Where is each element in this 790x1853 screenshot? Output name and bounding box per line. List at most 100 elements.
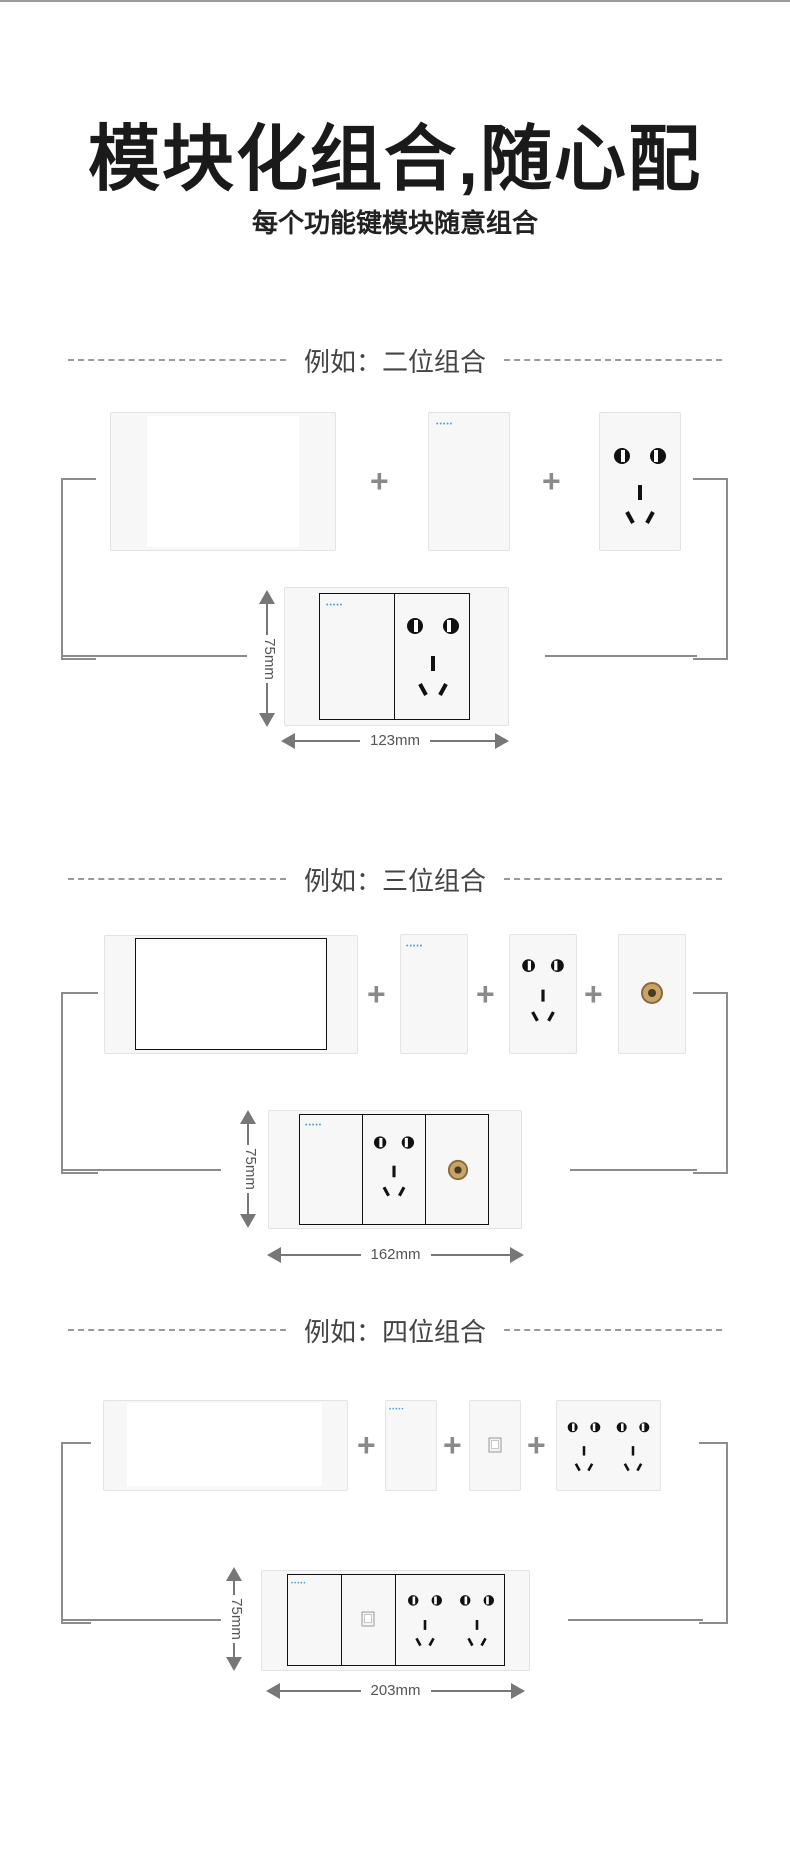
- two-gang-frame: [110, 412, 336, 551]
- connector-line: [61, 478, 96, 660]
- frame-opening: [127, 1403, 322, 1486]
- assembled-panel: •••••: [268, 1110, 522, 1229]
- plus-sign: +: [527, 1427, 546, 1463]
- width-dimension: 203mm: [266, 1681, 525, 1701]
- dashed-divider: [504, 878, 722, 880]
- height-label: 75mm: [238, 1145, 259, 1193]
- switch-indicator-icon: •••••: [436, 421, 454, 428]
- arrow-icon: [511, 1683, 525, 1699]
- socket-module: [362, 1114, 426, 1225]
- frame-opening: [135, 938, 327, 1050]
- network-module: [341, 1574, 396, 1666]
- socket-module: [509, 934, 577, 1054]
- height-dimension: 75mm: [257, 590, 278, 727]
- network-jack-icon: [361, 1611, 375, 1627]
- arrow-icon: [266, 1683, 280, 1699]
- plus-sign: +: [584, 976, 603, 1012]
- socket-module: [599, 412, 681, 551]
- connector-line: [693, 478, 728, 660]
- five-hole-socket-icon: [459, 1595, 495, 1647]
- tv-coax-icon: [447, 1159, 469, 1181]
- connector-line: [61, 992, 98, 1174]
- switch-indicator-icon: •••••: [406, 943, 424, 950]
- arrow-icon: [267, 1247, 281, 1263]
- section-heading: 例如：二位组合: [0, 343, 790, 377]
- network-module: [469, 1400, 521, 1491]
- height-label: 75mm: [224, 1595, 245, 1643]
- width-label: 203mm: [360, 1683, 431, 1698]
- dashed-divider: [67, 359, 286, 361]
- page-title: 模块化组合,随心配: [87, 120, 702, 200]
- arrow-icon: [240, 1110, 256, 1124]
- five-hole-socket-icon: [407, 1595, 443, 1647]
- connector-line: [699, 1442, 728, 1624]
- width-dimension: 123mm: [281, 731, 509, 751]
- arrow-icon: [281, 733, 295, 749]
- width-label: 162mm: [360, 1247, 431, 1262]
- five-hole-socket-icon: [373, 1136, 415, 1197]
- arrow-icon: [259, 713, 275, 727]
- arrow-icon: [510, 1247, 524, 1263]
- plus-sign: +: [357, 1427, 376, 1463]
- frame-opening: [147, 416, 299, 547]
- switch-module: •••••: [287, 1574, 342, 1666]
- tv-module: [425, 1114, 489, 1225]
- plus-sign: +: [542, 463, 561, 499]
- section-label: 例如：四位组合: [303, 1316, 486, 1347]
- switch-indicator-icon: •••••: [389, 1407, 405, 1413]
- plus-sign: +: [476, 976, 495, 1012]
- five-hole-socket-icon: [407, 618, 459, 696]
- four-gang-frame: [103, 1400, 348, 1491]
- top-divider: [0, 0, 790, 2]
- page-subtitle: 每个功能键模块随意组合: [251, 208, 538, 238]
- five-hole-socket-icon: [567, 1422, 601, 1472]
- dashed-divider: [504, 1329, 722, 1331]
- connector-line: [61, 1619, 221, 1621]
- width-dimension: 162mm: [267, 1245, 524, 1265]
- switch-indicator-icon: •••••: [291, 1581, 307, 1587]
- connector-line: [693, 992, 728, 1174]
- section-label: 例如：三位组合: [303, 865, 486, 896]
- switch-module: •••••: [428, 412, 510, 551]
- switch-module: •••••: [385, 1400, 437, 1491]
- arrow-icon: [495, 733, 509, 749]
- switch-indicator-icon: •••••: [326, 602, 344, 609]
- five-hole-socket-icon: [614, 448, 666, 524]
- connector-line: [570, 1169, 697, 1171]
- section-heading: 例如：三位组合: [0, 862, 790, 896]
- tv-coax-icon: [641, 982, 663, 1004]
- tv-module: [618, 934, 686, 1054]
- assembled-panel: •••••: [261, 1570, 530, 1671]
- socket-module: [394, 593, 470, 720]
- height-dimension: 75mm: [238, 1110, 259, 1228]
- plus-sign: +: [367, 976, 386, 1012]
- dashed-divider: [67, 878, 286, 880]
- connector-line: [568, 1619, 703, 1621]
- plus-sign: +: [370, 463, 389, 499]
- connector-line: [61, 1442, 91, 1624]
- dual-socket-module: [395, 1574, 505, 1666]
- section-label: 例如：二位组合: [303, 346, 486, 377]
- arrow-icon: [259, 590, 275, 604]
- section-heading: 例如：四位组合: [0, 1313, 790, 1347]
- three-gang-frame: [104, 935, 358, 1054]
- dashed-divider: [67, 1329, 286, 1331]
- arrow-icon: [240, 1214, 256, 1228]
- network-jack-icon: [488, 1437, 502, 1453]
- connector-line: [61, 655, 247, 657]
- five-hole-socket-icon: [616, 1422, 650, 1472]
- switch-module: •••••: [400, 934, 468, 1054]
- connector-line: [61, 1169, 221, 1171]
- plus-sign: +: [443, 1427, 462, 1463]
- width-label: 123mm: [360, 733, 430, 748]
- arrow-icon: [226, 1567, 242, 1581]
- switch-module: •••••: [299, 1114, 363, 1225]
- five-hole-socket-icon: [522, 959, 564, 1022]
- dual-socket-module: [556, 1400, 661, 1491]
- dashed-divider: [504, 359, 722, 361]
- assembled-panel: •••••: [284, 587, 509, 726]
- height-label: 75mm: [257, 634, 278, 683]
- switch-module: •••••: [319, 593, 395, 720]
- switch-indicator-icon: •••••: [305, 1122, 323, 1129]
- height-dimension: 75mm: [224, 1567, 245, 1671]
